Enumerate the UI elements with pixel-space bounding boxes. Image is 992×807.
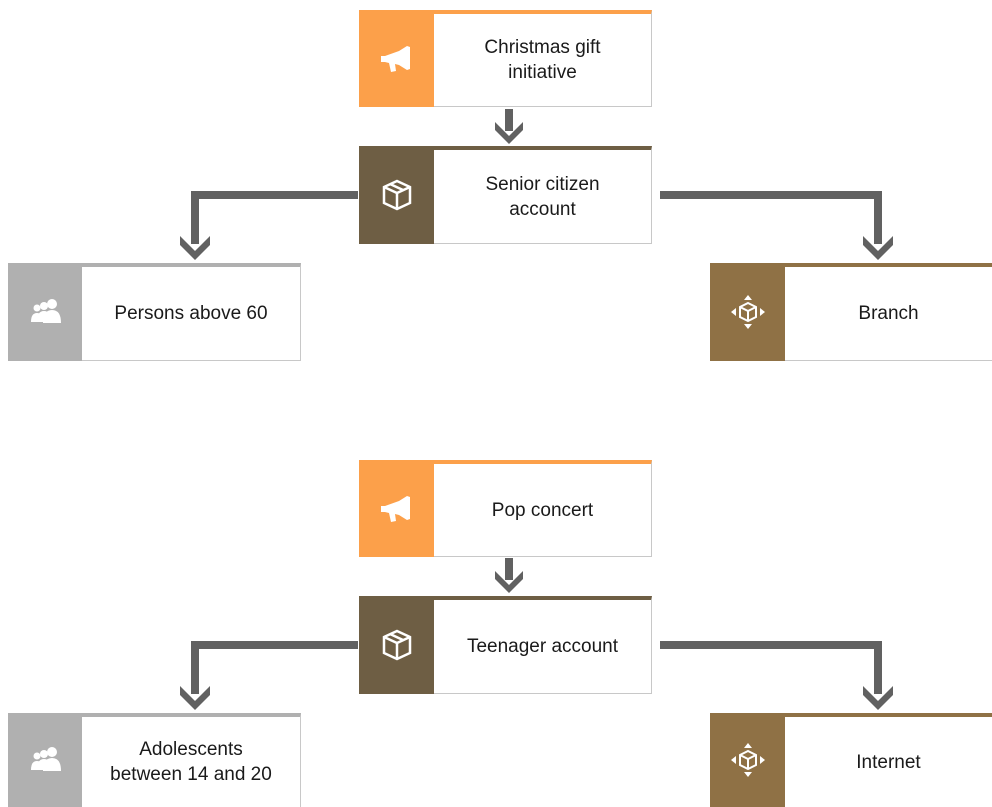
connector-top-campaign-product: [495, 109, 523, 144]
campaign-node-top[interactable]: Christmas gift initiative: [359, 10, 652, 107]
channel-node-top[interactable]: Branch: [710, 263, 992, 361]
connector-top-product-group: [180, 191, 358, 260]
product-label: Teenager account: [466, 636, 619, 657]
target-group-label: Persons above 60: [114, 303, 268, 324]
package-icon: [359, 596, 434, 694]
package-icon: [359, 146, 434, 244]
distribution-channel-icon: [710, 713, 785, 807]
connector-bottom-product-group: [180, 641, 358, 710]
connector-top-product-channel: [660, 191, 893, 260]
people-group-icon: [8, 713, 82, 807]
megaphone-icon: [359, 460, 434, 557]
channel-label: Internet: [856, 751, 921, 773]
campaign-node-bottom[interactable]: Pop concert: [359, 460, 652, 557]
channel-label: Branch: [858, 303, 919, 324]
target-group-node-bottom[interactable]: Adolescents between 14 and 20: [8, 713, 301, 807]
product-node-top[interactable]: Senior citizen account: [359, 146, 652, 244]
megaphone-icon: [359, 10, 434, 107]
connector-bottom-campaign-product: [495, 558, 523, 593]
connector-bottom-product-channel: [660, 641, 893, 710]
target-group-label: Adolescents between 14 and 20: [110, 739, 272, 785]
channel-node-bottom[interactable]: Internet: [710, 713, 992, 807]
product-label: Senior citizen account: [485, 173, 600, 220]
product-node-bottom[interactable]: Teenager account: [359, 596, 652, 694]
target-group-node-top[interactable]: Persons above 60: [8, 263, 301, 361]
people-group-icon: [8, 263, 82, 361]
distribution-channel-icon: [710, 263, 785, 361]
campaign-label: Pop concert: [491, 499, 594, 521]
campaign-label: Christmas gift initiative: [484, 37, 601, 83]
